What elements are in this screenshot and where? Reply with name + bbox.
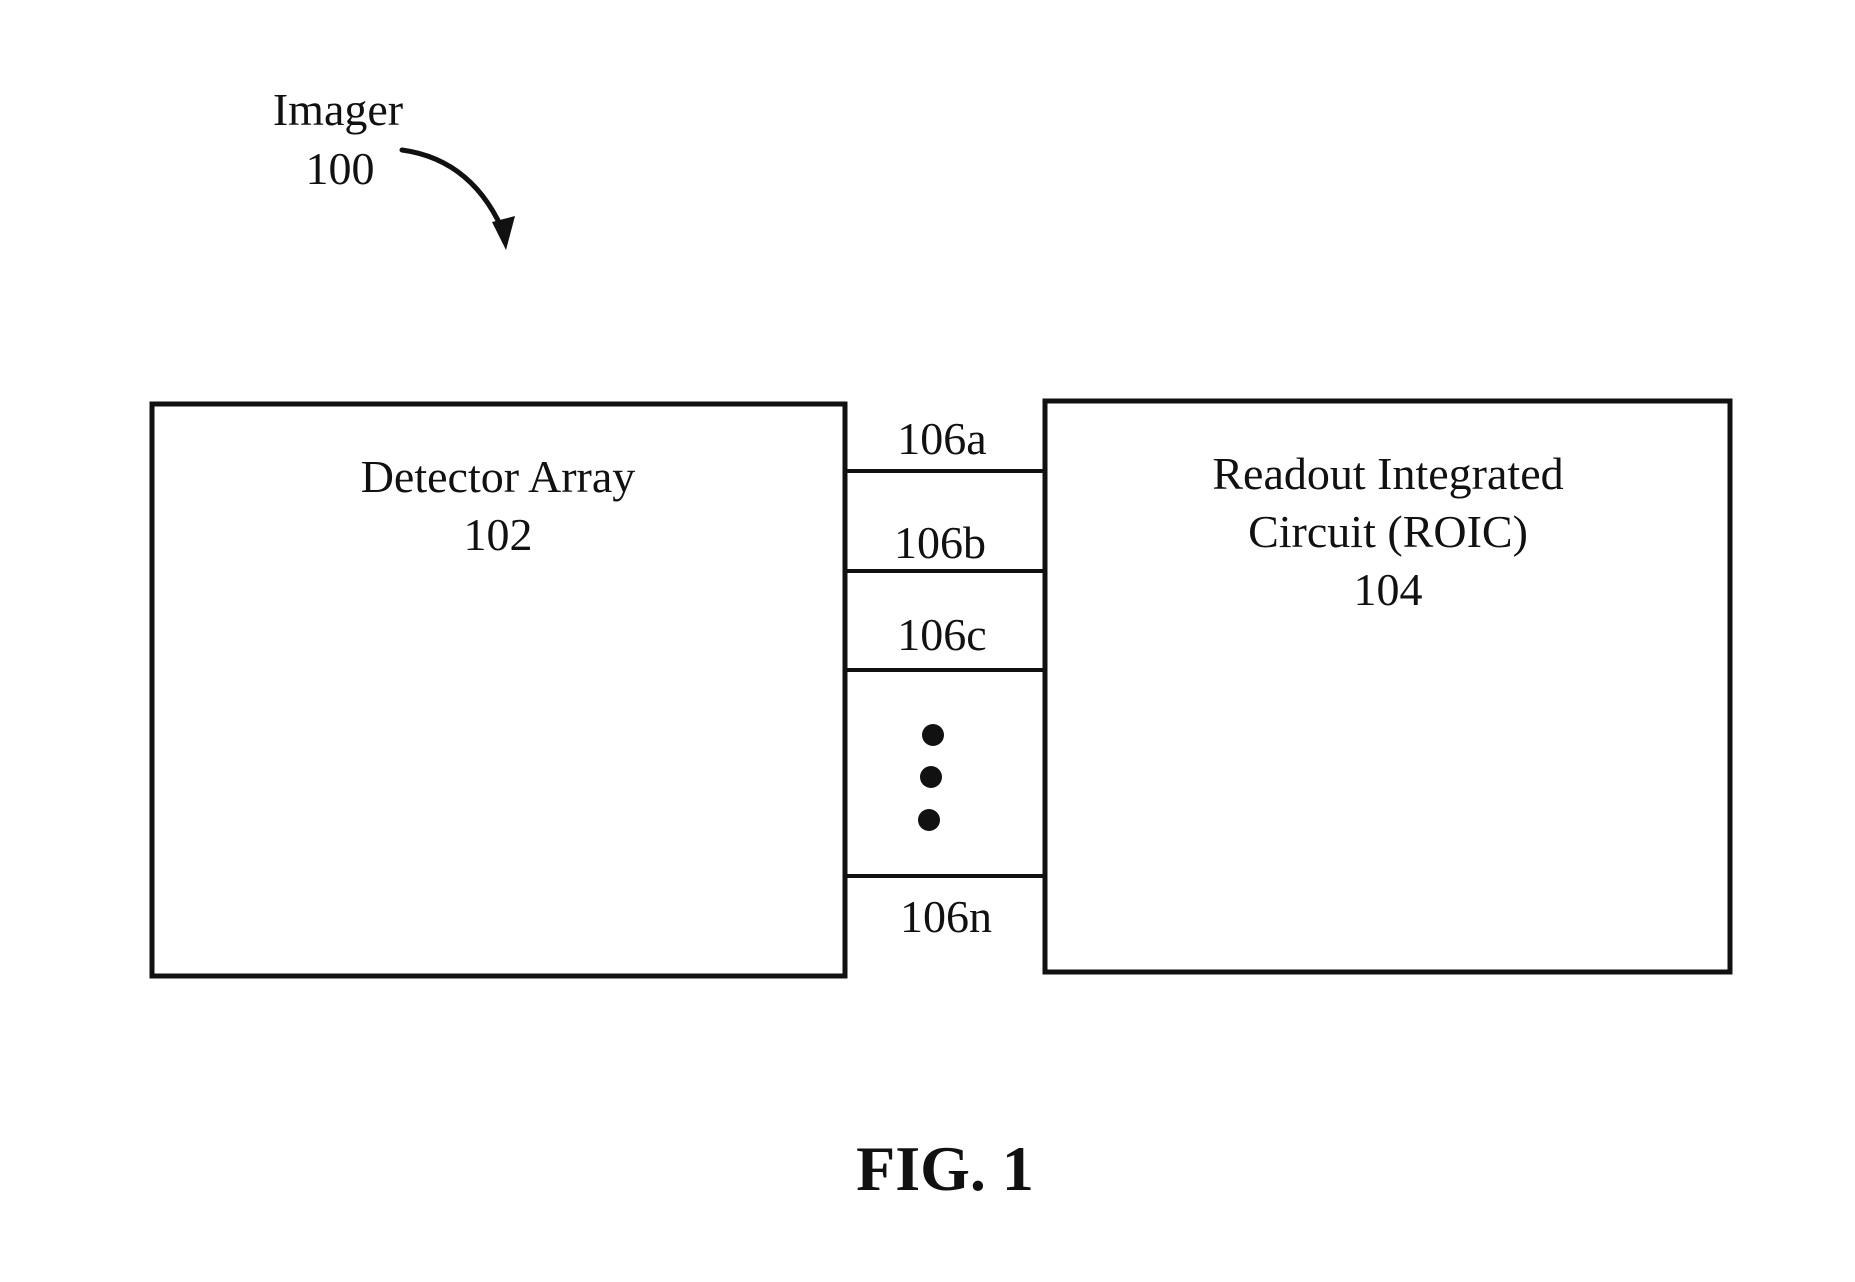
roic-title-line1: Readout Integrated	[1212, 448, 1563, 499]
ellipsis-dot	[920, 766, 942, 788]
detector-array-number: 102	[464, 509, 533, 560]
figure-label: FIG. 1	[856, 1133, 1034, 1204]
connection-label-106c: 106c	[897, 609, 986, 660]
detector-array-title: Detector Array	[361, 451, 636, 502]
ellipsis-dot	[918, 809, 940, 831]
imager-pointer-arrow	[402, 150, 515, 250]
connection-label-106a: 106a	[897, 413, 986, 464]
imager-label: Imager	[273, 84, 403, 135]
roic-number: 104	[1354, 564, 1423, 615]
ellipsis-dot	[922, 724, 944, 746]
connection-label-106n: 106n	[900, 891, 992, 942]
roic-title-line2: Circuit (ROIC)	[1248, 506, 1528, 557]
imager-number: 100	[306, 143, 375, 194]
connection-label-106b: 106b	[894, 517, 986, 568]
